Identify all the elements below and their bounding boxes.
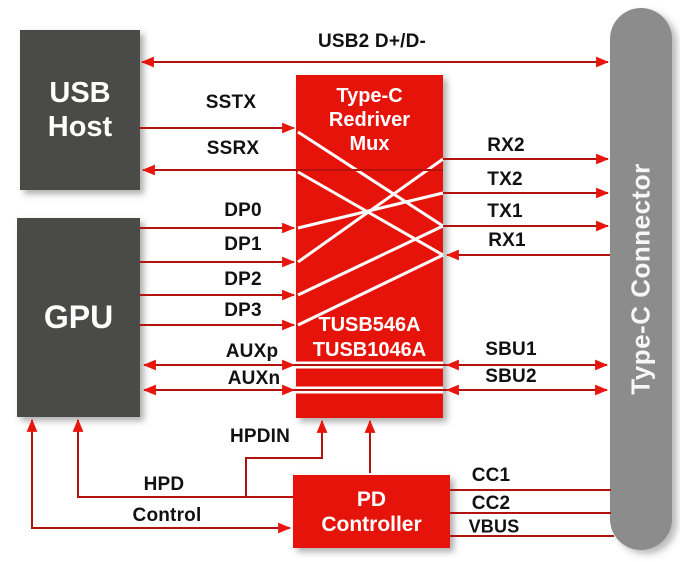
gpu-block: GPU [17, 218, 140, 417]
mux-part-numbers: TUSB546A TUSB1046A [296, 313, 443, 363]
signal-label-dp2: DP2 [224, 269, 262, 290]
signal-label-control: Control [132, 505, 202, 526]
signal-label-sstx: SSTX [205, 92, 257, 113]
signal-label-hpd: HPD [143, 474, 185, 495]
mux-title-line2: Redriver [328, 109, 411, 131]
signal-label-auxn: AUXn [227, 368, 281, 389]
typec-connector-block: Type-C Connector [610, 8, 672, 550]
signal-label-sbu2: SBU2 [485, 366, 537, 387]
signal-label-rx2: RX2 [487, 135, 525, 156]
mux-part-number-1: TUSB546A [318, 314, 421, 336]
mux-crossbar-lines [297, 130, 444, 327]
signal-label-vbus: VBUS [468, 516, 520, 537]
mux-title-line3: Mux [349, 133, 390, 155]
signal-label-tx1: TX1 [487, 201, 523, 222]
signal-label-usb2: USB2 D+/D- [317, 31, 427, 52]
signal-label-tx2: TX2 [487, 169, 523, 190]
signal-label-dp0: DP0 [224, 200, 262, 221]
signal-label-dp3: DP3 [224, 300, 262, 321]
signal-label-dp1: DP1 [224, 234, 262, 255]
usb-host-label-line1: USB [49, 77, 111, 109]
signal-label-ssrx: SSRX [206, 138, 260, 159]
usb-host-block: USB Host [20, 30, 140, 190]
signal-label-cc2: CC2 [471, 493, 511, 514]
mux-title-line1: Type-C [336, 85, 403, 107]
signal-label-hpdin: HPDIN [229, 426, 291, 447]
pd-controller-label-line1: PD [356, 487, 387, 511]
signal-label-rx1: RX1 [488, 230, 526, 251]
wire-control [26, 418, 292, 534]
pd-controller-block: PD Controller [293, 475, 450, 548]
signal-label-auxp: AUXp [225, 341, 279, 362]
mux-part-number-2: TUSB1046A [312, 339, 427, 361]
signal-label-sbu1: SBU1 [485, 339, 537, 360]
mux-title: Type-C Redriver Mux [329, 84, 410, 156]
usb-host-label-line2: Host [47, 111, 113, 143]
pd-controller-label-line2: Controller [321, 512, 422, 536]
gpu-label: GPU [43, 299, 114, 335]
signal-label-cc1: CC1 [471, 465, 511, 486]
